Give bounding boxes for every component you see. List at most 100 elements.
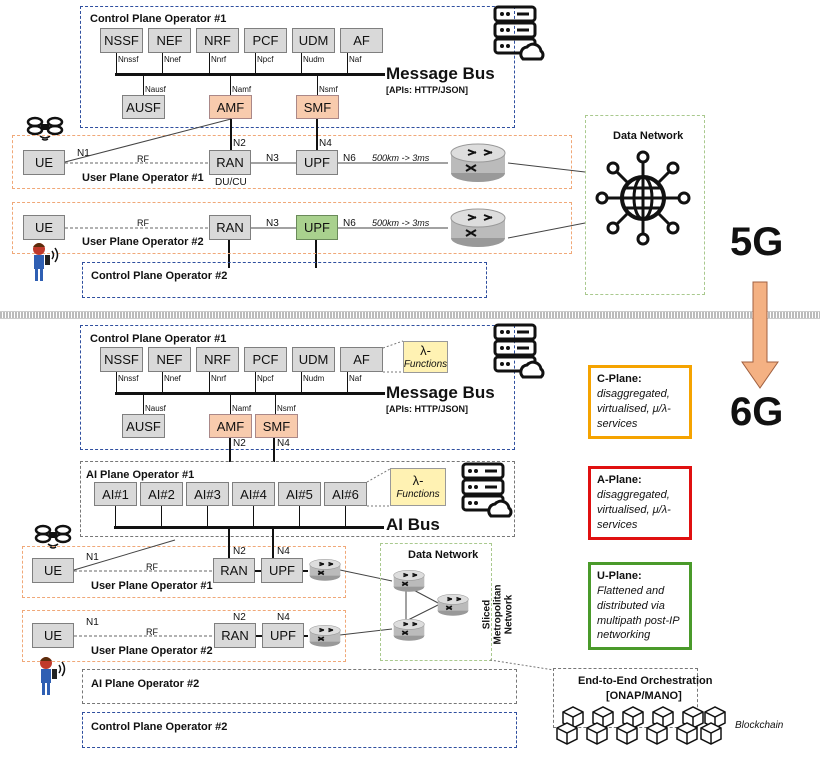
g5-iface: Nudm bbox=[303, 55, 325, 64]
g6-user-plane-2 bbox=[22, 610, 346, 662]
g5-data-network bbox=[585, 115, 705, 295]
drone-icon bbox=[34, 524, 72, 549]
g6-iface: Nnrf bbox=[211, 374, 227, 383]
g6-link bbox=[116, 372, 117, 393]
g5-up2-upf[interactable]: UPF bbox=[296, 215, 338, 240]
g6-udm[interactable]: UDM bbox=[292, 347, 335, 372]
g5-up2-ue[interactable]: UE bbox=[23, 215, 65, 240]
g6-link bbox=[347, 372, 348, 393]
g6-up2-ran[interactable]: RAN bbox=[214, 623, 256, 648]
u-plane-box: U-Plane: Flattened and distributed via m… bbox=[588, 562, 692, 650]
g6-link bbox=[255, 372, 256, 393]
g5-up1-ran[interactable]: RAN bbox=[209, 150, 251, 175]
g6-cp1-title: Control Plane Operator #1 bbox=[90, 333, 227, 345]
g5-up2-rf: RF bbox=[137, 218, 149, 228]
g6-ai2-title: AI Plane Operator #2 bbox=[91, 678, 200, 690]
g6-iface: Nnef bbox=[164, 374, 181, 383]
g5-nssf[interactable]: NSSF bbox=[100, 28, 143, 53]
g5-up1-n1: N1 bbox=[77, 148, 90, 159]
g5-amf[interactable]: AMF bbox=[209, 95, 252, 119]
g6-up1-ran[interactable]: RAN bbox=[213, 558, 255, 583]
g6-up1-title: User Plane Operator #1 bbox=[91, 580, 213, 592]
g5-link bbox=[301, 53, 302, 74]
g6-smf[interactable]: SMF bbox=[255, 414, 298, 438]
g6-up1-upf[interactable]: UPF bbox=[261, 558, 303, 583]
g5-up1-upf[interactable]: UPF bbox=[296, 150, 338, 175]
g5-up1-ducu: DU/CU bbox=[215, 177, 247, 188]
g6-iface: Nsmf bbox=[277, 404, 296, 413]
g5-up1-n2: N2 bbox=[233, 138, 246, 149]
g6-ai-lambda-functions[interactable]: λ- Functions bbox=[390, 468, 446, 506]
g5-user-plane-1 bbox=[12, 135, 572, 189]
router-icon bbox=[450, 208, 506, 247]
section-separator bbox=[0, 311, 820, 319]
g5-nrf[interactable]: NRF bbox=[196, 28, 239, 53]
g6-iface: Nausf bbox=[145, 404, 166, 413]
g6-iface: Nudm bbox=[303, 374, 325, 383]
g5-up1-latency: 500km -> 3ms bbox=[372, 153, 430, 163]
g5-link bbox=[255, 53, 256, 74]
g6-orch-sub: [ONAP/MANO] bbox=[606, 690, 682, 702]
g5-link bbox=[230, 75, 231, 96]
g6-message-bus-label: Message Bus bbox=[386, 383, 495, 402]
g6-up2-upf[interactable]: UPF bbox=[262, 623, 304, 648]
g6-control-plane-1 bbox=[80, 325, 515, 450]
person-phone-icon bbox=[33, 243, 59, 281]
g6-dn-title: Data Network bbox=[408, 549, 479, 561]
g5-iface: Nnef bbox=[164, 55, 181, 64]
g6-up1-ue[interactable]: UE bbox=[32, 558, 74, 583]
g5-up1-ue[interactable]: UE bbox=[23, 150, 65, 175]
g6-nef[interactable]: NEF bbox=[148, 347, 191, 372]
g6-ai-node-6[interactable]: AI#6 bbox=[324, 482, 367, 506]
g5-cp1-title: Control Plane Operator #1 bbox=[90, 13, 227, 25]
g6-n2-link bbox=[229, 438, 231, 462]
g6-up1-n4: N4 bbox=[277, 546, 290, 557]
g5-control-plane-2 bbox=[82, 262, 487, 298]
g6-link bbox=[162, 372, 163, 393]
g6-bus-apis: [APIs: HTTP/JSON] bbox=[386, 404, 469, 414]
g5-up1-rf: RF bbox=[137, 154, 149, 164]
g6-ai-node-5[interactable]: AI#5 bbox=[278, 482, 321, 506]
g5-pcf[interactable]: PCF bbox=[244, 28, 287, 53]
g5-message-bus-line bbox=[115, 73, 385, 76]
g6-ai-node-3[interactable]: AI#3 bbox=[186, 482, 229, 506]
g6-cp-n2: N2 bbox=[233, 438, 246, 449]
g6-pcf[interactable]: PCF bbox=[244, 347, 287, 372]
g5-af[interactable]: AF bbox=[340, 28, 383, 53]
g6-ai-node-1[interactable]: AI#1 bbox=[94, 482, 137, 506]
g6-ai-bus-line bbox=[114, 526, 384, 529]
g5-up2-n3: N3 bbox=[266, 218, 279, 229]
g6-af[interactable]: AF bbox=[340, 347, 383, 372]
g5-udm[interactable]: UDM bbox=[292, 28, 335, 53]
g6-nssf[interactable]: NSSF bbox=[100, 347, 143, 372]
g5-iface: Naf bbox=[349, 55, 362, 64]
g6-control-plane-2 bbox=[82, 712, 517, 748]
g6-ai-lambda-connector bbox=[366, 468, 391, 507]
g6-up2-ue[interactable]: UE bbox=[32, 623, 74, 648]
g5-ausf[interactable]: AUSF bbox=[122, 95, 165, 119]
g5-smf[interactable]: SMF bbox=[296, 95, 339, 119]
g6-ai-plane-2 bbox=[82, 669, 517, 704]
g5-user-plane-2 bbox=[12, 202, 572, 254]
g6-link bbox=[230, 394, 231, 414]
g5-link bbox=[209, 53, 210, 74]
g6-ai-node-4[interactable]: AI#4 bbox=[232, 482, 275, 506]
g5-control-plane-1 bbox=[80, 6, 515, 128]
g5-nef[interactable]: NEF bbox=[148, 28, 191, 53]
server-cloud-icon bbox=[461, 462, 513, 518]
router-icon bbox=[309, 624, 341, 647]
down-arrow-icon bbox=[741, 281, 779, 389]
g6-link bbox=[143, 394, 144, 414]
g6-ai-node-2[interactable]: AI#2 bbox=[140, 482, 183, 506]
router-icon bbox=[437, 593, 469, 616]
g6-amf[interactable]: AMF bbox=[209, 414, 252, 438]
g6-ausf[interactable]: AUSF bbox=[122, 414, 165, 438]
g6-iface: Naf bbox=[349, 374, 362, 383]
g6-ai-link bbox=[207, 506, 208, 527]
g5-up2-ran[interactable]: RAN bbox=[209, 215, 251, 240]
g6-blockchain-label: Blockchain bbox=[735, 720, 784, 731]
g6-nrf[interactable]: NRF bbox=[196, 347, 239, 372]
g5-link bbox=[143, 75, 144, 96]
g6-cp-lambda-functions[interactable]: λ- Functions bbox=[403, 341, 448, 373]
g6-link bbox=[209, 372, 210, 393]
